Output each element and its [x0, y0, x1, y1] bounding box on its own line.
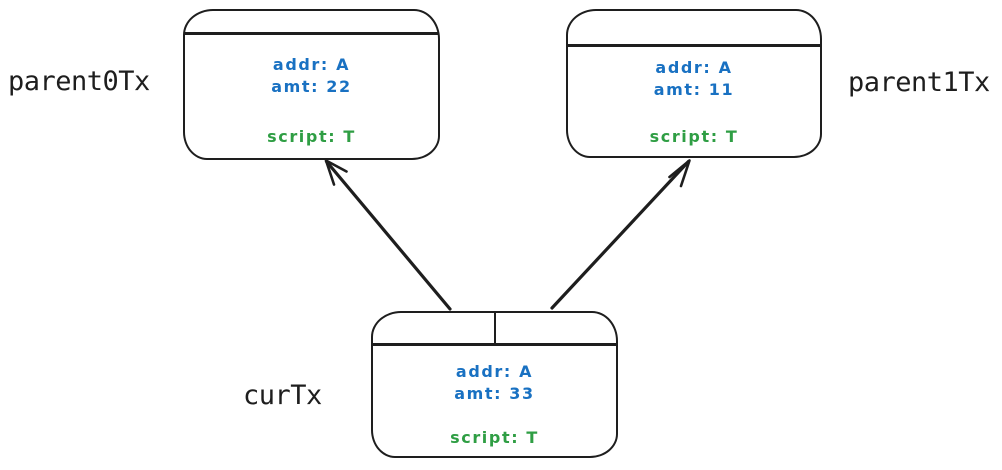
label-curtx: curTx	[243, 380, 322, 411]
amt-line: amt: 33	[454, 384, 535, 403]
node-parent1tx: addr: A amt: 11 script: T	[566, 9, 822, 158]
node-header	[185, 11, 438, 35]
node-curtx: addr: A amt: 33 script: T	[371, 311, 618, 458]
script-line: script: T	[649, 127, 739, 146]
script-line: script: T	[267, 127, 356, 146]
label-parent0tx: parent0Tx	[8, 66, 150, 97]
input-slot-divider	[494, 313, 496, 346]
label-parent1tx: parent1Tx	[848, 67, 990, 98]
addr-line: addr: A	[655, 58, 733, 77]
arrow-shaft	[550, 159, 691, 310]
amt-line: amt: 11	[653, 80, 735, 99]
addr-line: addr: A	[272, 55, 351, 74]
arrow-curtx-to-parent1tx	[550, 159, 691, 310]
script-line: script: T	[450, 428, 539, 447]
node-parent0tx: addr: A amt: 22 script: T	[183, 9, 440, 160]
node-header	[568, 11, 820, 47]
arrowhead-icon	[324, 159, 348, 186]
arrow-shaft	[324, 159, 452, 311]
arrowhead-icon	[668, 159, 691, 188]
addr-line: addr: A	[455, 362, 534, 381]
arrow-curtx-to-parent0tx	[324, 159, 452, 311]
amt-line: amt: 22	[271, 77, 352, 96]
